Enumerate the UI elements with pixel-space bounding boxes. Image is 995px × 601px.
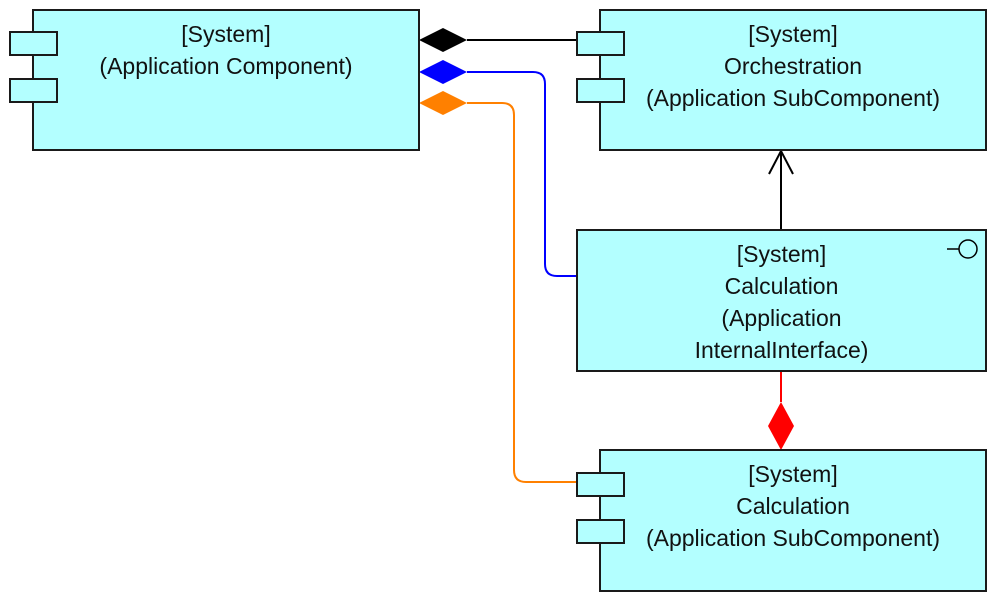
edge-app-to-calc-subcomponent[interactable] [467,102,577,483]
node-label: [System] Calculation (Application SubCom… [601,458,985,554]
label-line: (Application SubComponent) [645,85,941,111]
composition-diamond-red [768,402,794,450]
node-calculation-subcomponent[interactable]: [System] Calculation (Application SubCom… [599,449,987,592]
label-line: (Application Component) [99,53,353,79]
label-line: [System] [181,21,271,47]
label-line: [System] [748,21,838,47]
label-line: Calculation [724,273,839,299]
node-calculation-interface[interactable]: [System] Calculation (Application Intern… [576,229,987,372]
node-label: [System] (Application Component) [34,18,418,82]
composition-diamond-blue [419,60,467,84]
component-port-icon [576,519,625,544]
component-port-icon [9,78,58,103]
component-port-icon [9,31,58,56]
label-line: (Application [721,305,842,331]
composition-diamond-black [419,28,467,52]
composition-diamond-orange [419,91,467,115]
label-line: Calculation [736,493,850,519]
node-application-component[interactable]: [System] (Application Component) [32,9,420,151]
node-orchestration[interactable]: [System] Orchestration (Application SubC… [599,9,987,151]
label-line: (Application SubComponent) [645,525,941,551]
component-port-icon [576,78,625,103]
component-port-icon [576,31,625,56]
component-port-icon [576,472,625,497]
label-line: Orchestration [723,53,863,79]
label-line: [System] [736,241,827,267]
edge-app-to-calc-interface[interactable] [467,71,577,277]
label-line: InternalInterface) [694,337,869,363]
interface-lollipop-icon [947,239,978,259]
node-label: [System] Orchestration (Application SubC… [601,18,985,114]
open-arrowhead [768,148,794,175]
label-line: [System] [748,461,838,487]
node-label: [System] Calculation (Application Intern… [578,238,985,366]
